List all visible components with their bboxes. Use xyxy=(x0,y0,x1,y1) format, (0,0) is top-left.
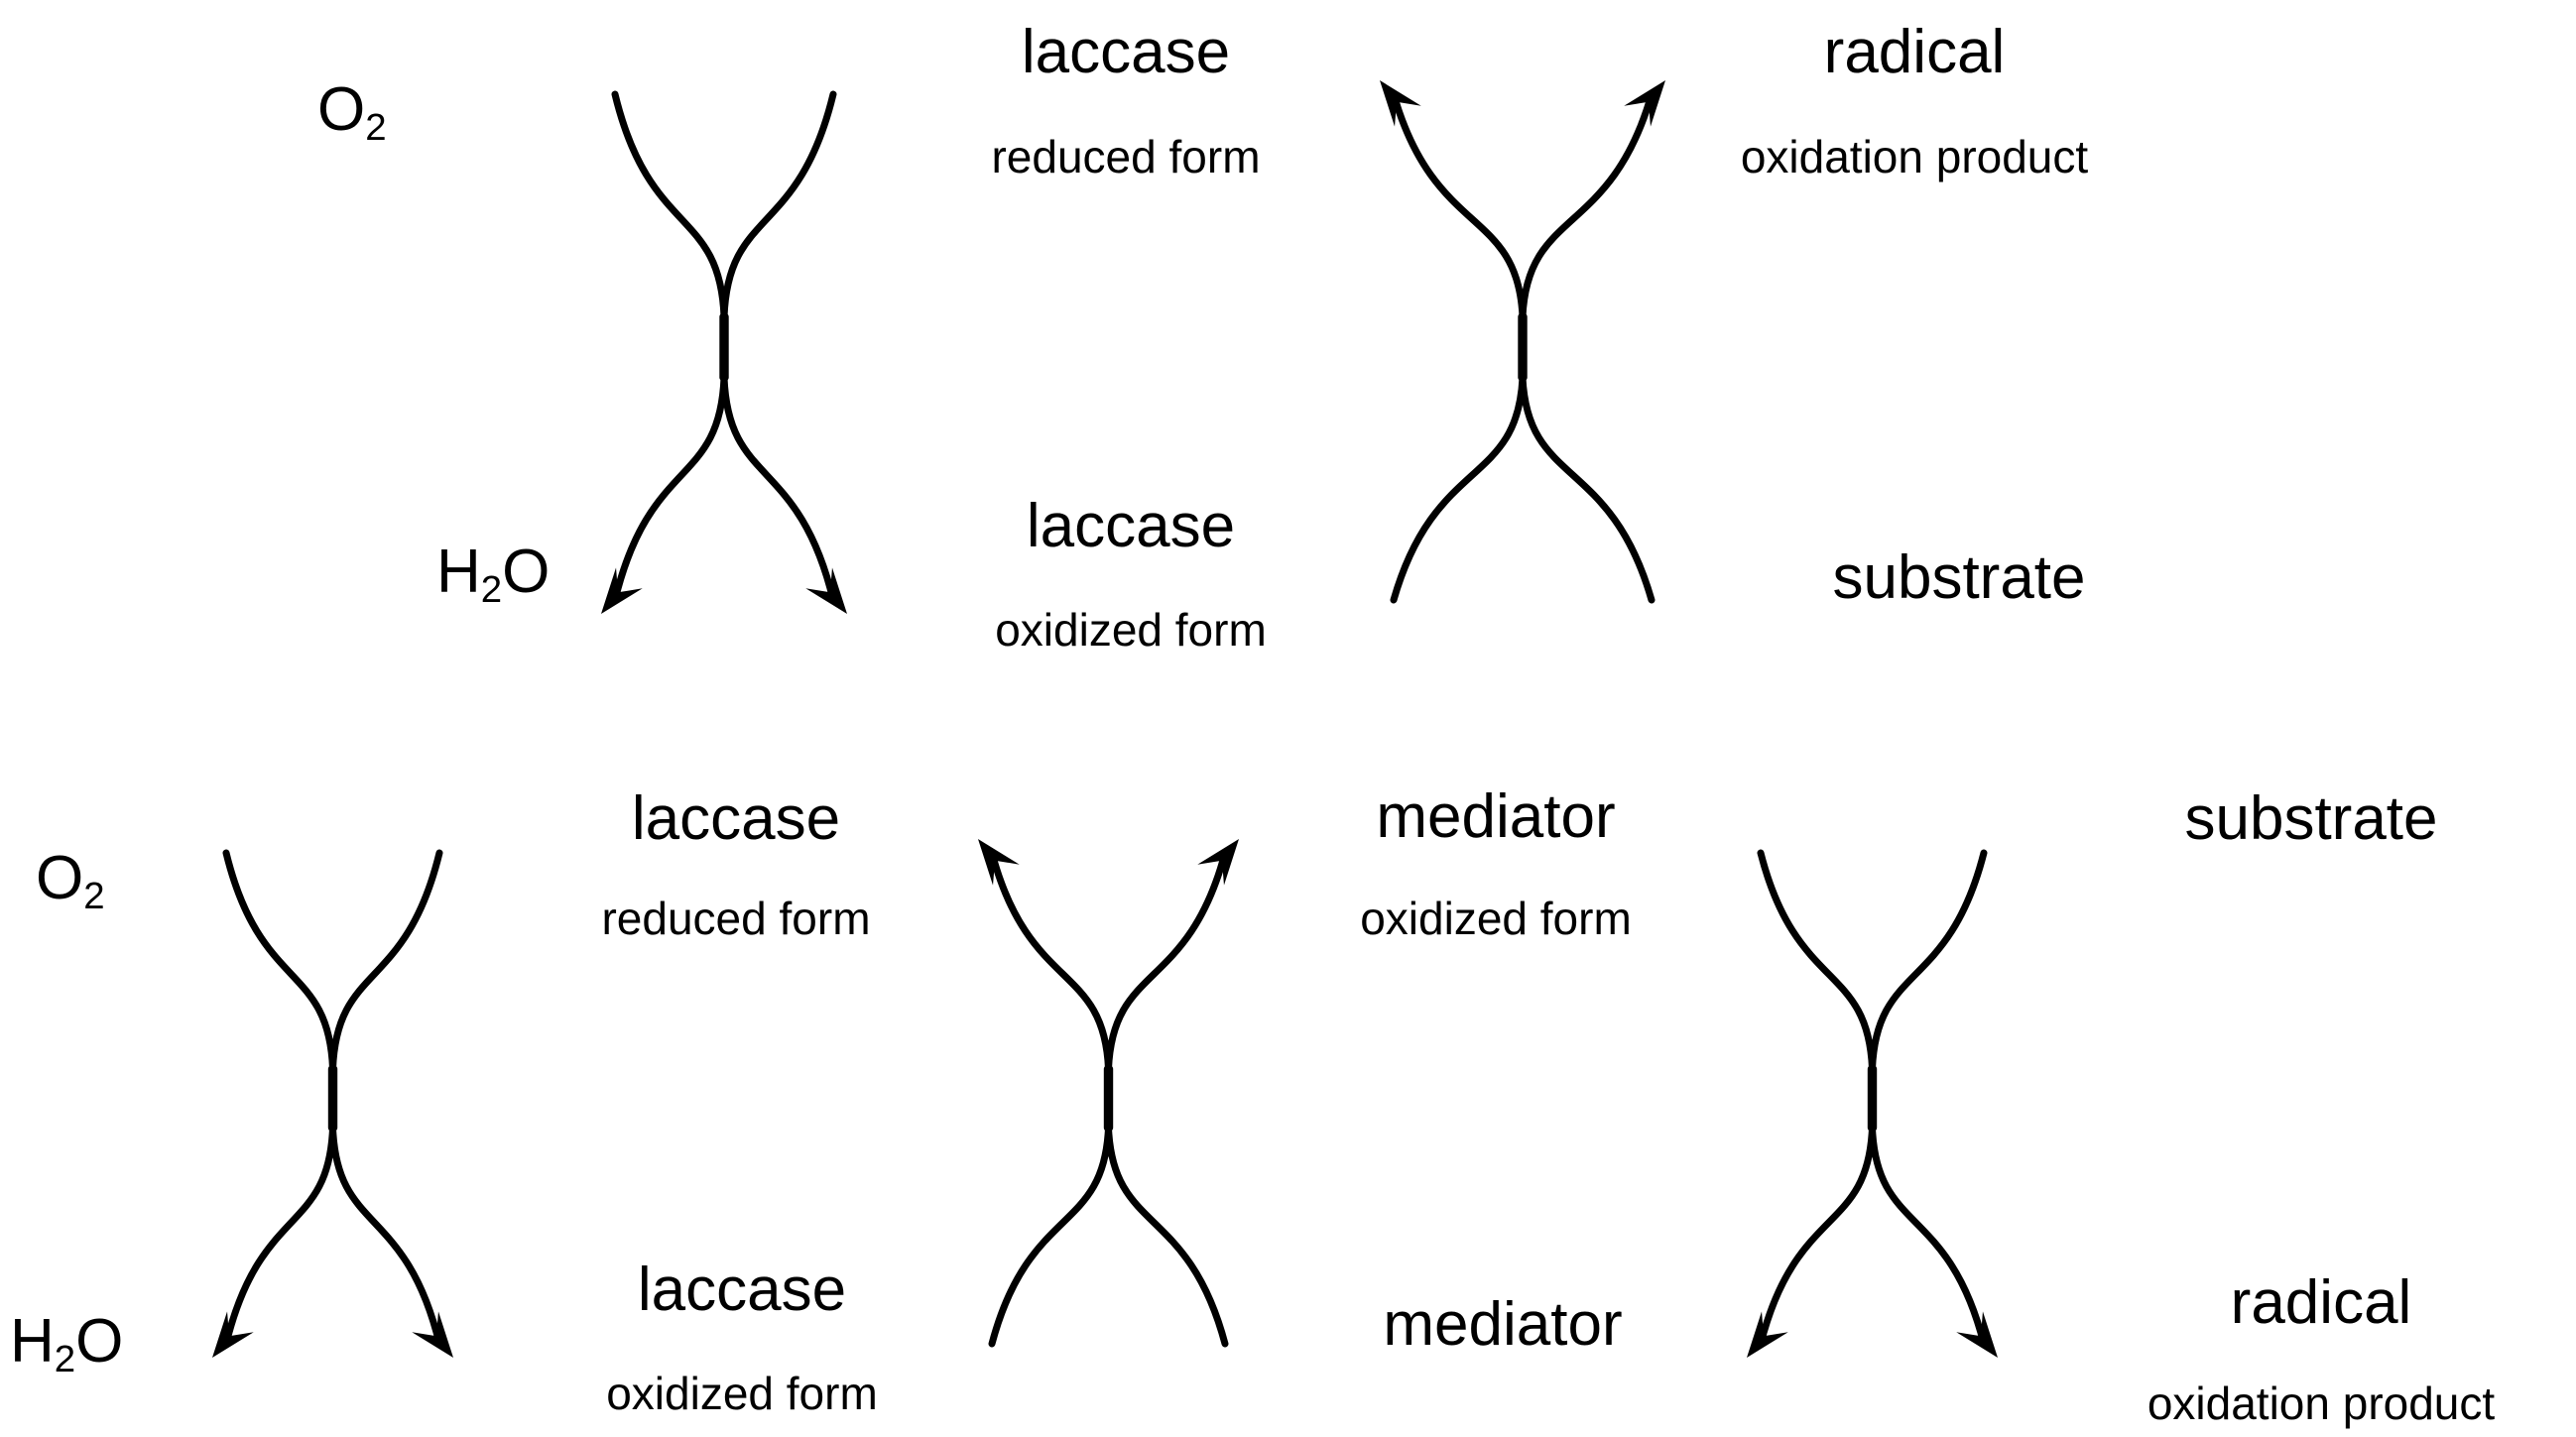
label-r1-laccase-ox-1: laccase xyxy=(1026,492,1236,560)
label-r2-h2o: H2O xyxy=(10,1307,124,1380)
label-r2-mediator-ox-1: mediator xyxy=(1376,782,1616,851)
label-r2-radical-1: radical xyxy=(2230,1268,2412,1337)
label-r1-laccase-red-1: laccase xyxy=(1021,18,1231,86)
subscript-2: 2 xyxy=(480,567,503,611)
subscript-2: 2 xyxy=(54,1337,76,1380)
label-r1-substrate: substrate xyxy=(1832,543,2086,612)
label-r2-o2: O2 xyxy=(36,844,105,917)
label-r1-laccase-red-2: reduced form xyxy=(991,131,1261,182)
curved-arrow-pair-down-icon xyxy=(1727,819,2018,1377)
label-r1-radical-1: radical xyxy=(1823,18,2006,86)
label-r1-o2: O2 xyxy=(317,75,387,149)
label-r2-radical-2: oxidation product xyxy=(2147,1377,2496,1429)
label-r2-mediator-ox-2: oxidized form xyxy=(1360,893,1632,944)
curved-arrow-pair-down-icon xyxy=(581,60,867,634)
label-r1-radical-2: oxidation product xyxy=(1740,131,2089,182)
label-r1-laccase-ox-2: oxidized form xyxy=(995,604,1267,656)
curved-arrow-pair-up-icon xyxy=(958,819,1259,1377)
subscript-2: 2 xyxy=(365,105,387,149)
label-r2-laccase-ox-2: oxidized form xyxy=(606,1368,878,1419)
curved-arrow-pair-up-icon xyxy=(1360,60,1685,634)
subscript-2: 2 xyxy=(83,874,105,917)
label-r1-h2o: H2O xyxy=(436,538,551,611)
label-r2-laccase-ox-1: laccase xyxy=(637,1256,847,1324)
label-r2-substrate: substrate xyxy=(2184,784,2438,853)
label-r2-laccase-red-1: laccase xyxy=(631,784,841,853)
label-r2-mediator-red: mediator xyxy=(1383,1290,1623,1359)
curved-arrow-pair-down-icon xyxy=(192,819,473,1377)
label-r2-laccase-red-2: reduced form xyxy=(601,893,871,944)
